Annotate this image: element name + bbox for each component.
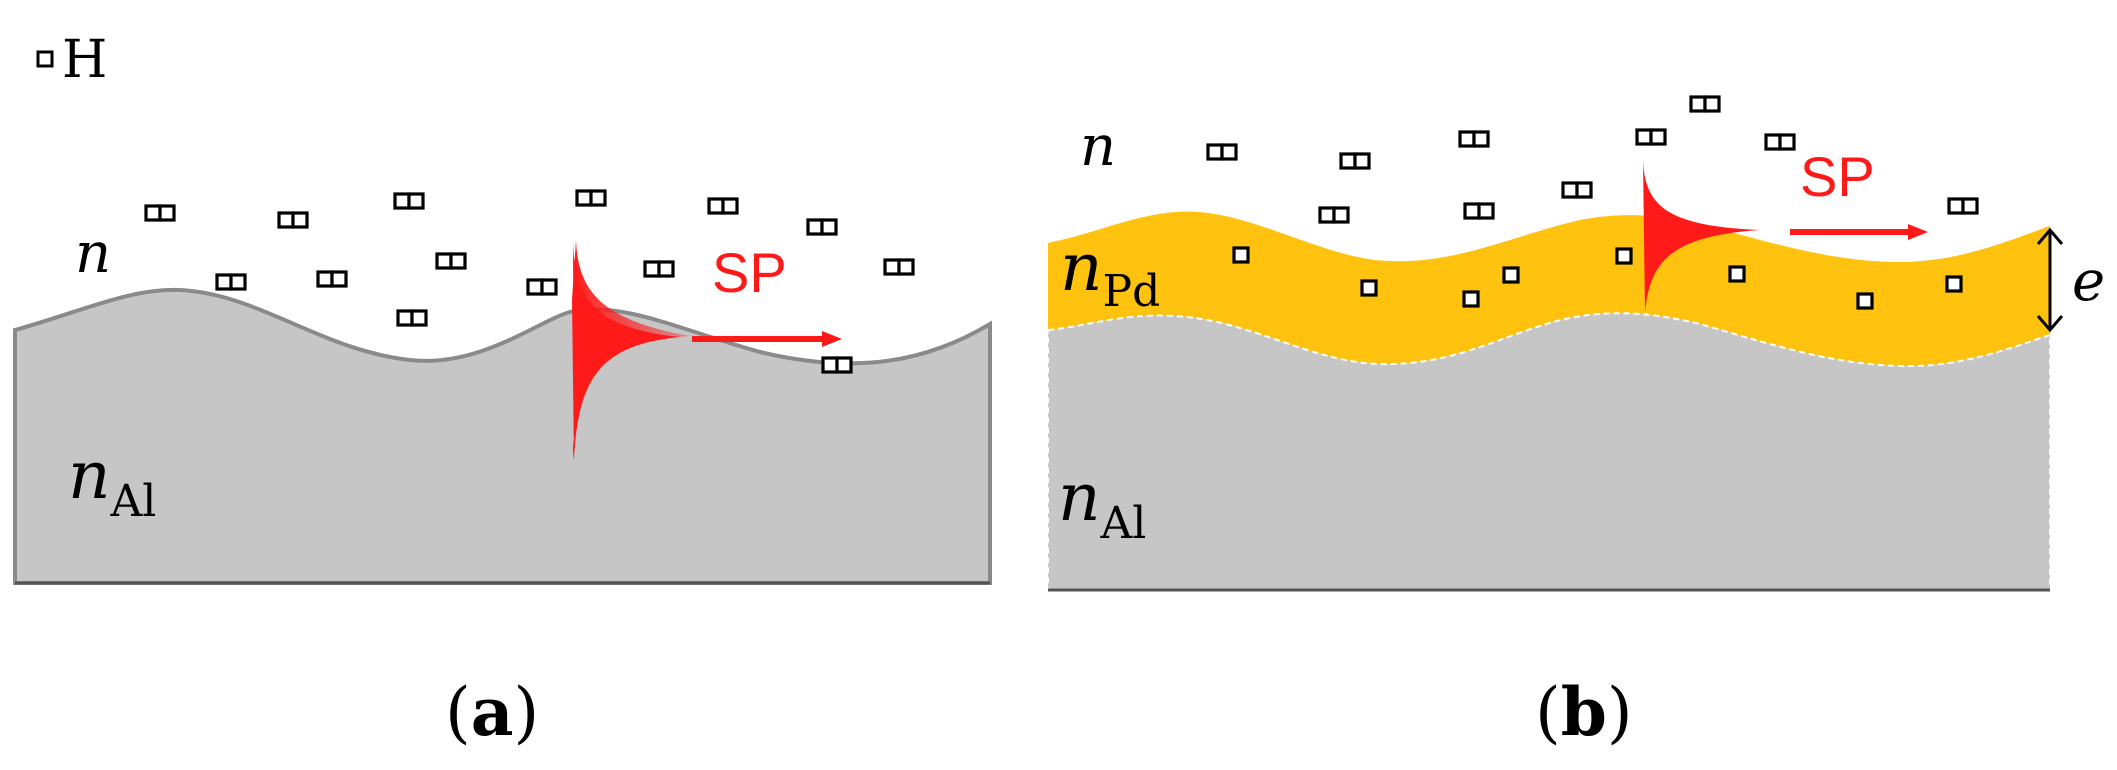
hydrogen-marker [821,356,853,374]
panel-b-aluminum-substrate [1047,312,2051,591]
absorbed-hydrogen-marker [1360,279,1378,297]
hydrogen-marker [575,189,607,207]
hydrogen-marker [435,252,467,270]
hydrogen-marker [1561,181,1593,199]
panel-b-thickness-indicator: e [2036,227,2105,333]
panel-b-palladium-layer [1048,211,2050,367]
hydrogen-marker [1635,128,1667,146]
legend-hydrogen-marker [36,50,54,68]
panel-a-hydrogen-markers [144,189,915,374]
hydrogen-marker [1339,152,1371,170]
hydrogen-marker [396,309,428,327]
hydrogen-marker [1947,197,1979,215]
hydrogen-marker [215,273,247,291]
absorbed-hydrogen-marker [1728,265,1746,283]
panel-b-hydrogen-markers-ambient [1206,95,1979,224]
panel-b-layer-subscript: Pd [1103,266,1161,317]
panel-a-plasmon-field-profile-core [573,242,680,460]
hydrogen-marker [144,204,176,222]
absorbed-hydrogen-marker [1232,246,1250,264]
panel-a-caption: (a) [445,673,539,751]
absorbed-hydrogen-marker [1856,292,1874,310]
hydrogen-marker [1458,130,1490,148]
panel-b-caption-letter: b [1561,673,1607,751]
absorbed-hydrogen-marker [1615,247,1633,265]
panel-b-surface-plasmon: SP [1643,145,1928,312]
panel-a: n nAl SP (a) [13,189,992,751]
hydrogen-marker [707,197,739,215]
panel-b: n nPd nAl [1047,95,2105,751]
hydrogen-marker [277,211,309,229]
panel-a-arrow-head [822,331,842,347]
panel-b-thickness-arrow-bottom [2036,315,2064,333]
hydrogen-marker [1318,206,1350,224]
panel-b-thickness-arrow-top [2036,227,2064,245]
hydrogen-marker [316,270,348,288]
panel-b-arrow-head [1908,224,1928,240]
panel-b-thickness-label: e [2072,249,2105,314]
panel-a-substrate-index: nAl [68,437,156,527]
hydrogen-marker [1689,95,1721,113]
panel-b-layer-index: nPd [1060,229,1160,317]
hydrogen-marker [1463,202,1495,220]
panel-a-aluminum-substrate [13,287,992,585]
absorbed-hydrogen-marker [1502,266,1520,284]
hydrogen-marker [806,218,838,236]
panel-a-substrate-subscript: Al [110,476,157,527]
hydrogen-marker [393,192,425,210]
panel-b-hydrogen-markers-absorbed [1232,246,1963,310]
panel-a-sp-label: SP [712,241,787,304]
panel-b-caption: (b) [1535,673,1633,751]
legend: H [36,30,107,90]
hydrogen-marker [1764,133,1796,151]
hydrogen-marker [526,278,558,296]
panel-a-caption-letter: a [471,673,514,751]
panel-b-ambient-index: n [1080,114,1116,179]
panel-b-substrate-subscript: Al [1100,498,1147,549]
hydrogen-marker [1206,143,1238,161]
panel-b-plasmon-field-profile [1643,160,1760,312]
hydrogen-marker [643,260,675,278]
legend-hydrogen-label: H [62,30,107,90]
hydrogen-marker [883,258,915,276]
absorbed-hydrogen-marker [1462,290,1480,308]
panel-a-surface-plasmon: SP [572,240,842,460]
panel-a-ambient-index: n [75,221,111,286]
panel-b-substrate-index: nAl [1058,459,1146,549]
panel-b-sp-label: SP [1800,145,1875,208]
absorbed-hydrogen-marker [1945,275,1963,293]
